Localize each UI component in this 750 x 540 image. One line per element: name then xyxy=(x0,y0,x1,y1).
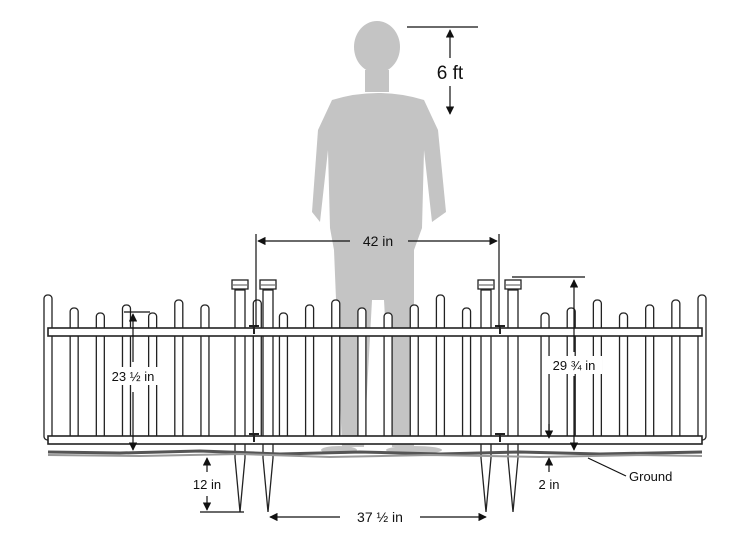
post-cap xyxy=(504,279,522,290)
picket xyxy=(174,299,184,441)
label-ground-clearance: 2 in xyxy=(539,477,560,492)
ground-line-shade xyxy=(47,452,703,459)
post-with-stake xyxy=(234,289,246,513)
label-panel-width-top: 42 in xyxy=(363,233,393,249)
label-person-height: 6 ft xyxy=(437,63,464,84)
picket xyxy=(331,299,341,441)
label-stake-depth: 12 in xyxy=(193,477,221,492)
dimension-post-height xyxy=(512,276,585,451)
dimension-panel-width-top xyxy=(255,234,500,327)
picket xyxy=(409,304,419,441)
picket xyxy=(435,294,446,441)
rail-connectors xyxy=(249,325,505,442)
dimension-stake-depth xyxy=(200,457,244,513)
picket xyxy=(200,304,210,441)
post-with-stake xyxy=(507,289,519,513)
post-cap xyxy=(477,279,495,290)
ground-line xyxy=(47,449,703,456)
fence xyxy=(43,279,707,513)
post-cap xyxy=(259,279,277,290)
dimension-picket-height xyxy=(124,311,150,451)
label-bg-post-height xyxy=(548,356,602,374)
fence-posts xyxy=(231,279,522,513)
picket xyxy=(697,294,707,441)
post-with-stake xyxy=(262,289,274,513)
picket xyxy=(43,294,53,441)
label-ground: Ground xyxy=(629,469,672,484)
label-picket-height: 23 ½ in xyxy=(112,369,155,384)
fence-rails xyxy=(47,327,703,445)
picket xyxy=(645,304,655,441)
rail-connector xyxy=(495,433,505,442)
label-post-height: 29 ¾ in xyxy=(553,358,596,373)
picket xyxy=(671,299,681,441)
label-panel-width-bottom: 37 ½ in xyxy=(357,509,403,525)
dimension-person-height xyxy=(407,26,478,115)
label-bg-picket-height xyxy=(106,367,164,385)
rail-connector xyxy=(495,325,505,334)
post-cap xyxy=(231,279,249,290)
picket xyxy=(252,299,262,441)
ground-callout-leader xyxy=(587,457,627,477)
picket xyxy=(304,304,315,441)
post-with-stake xyxy=(480,289,492,513)
rail-connector xyxy=(249,433,259,442)
rail-connector xyxy=(249,325,259,334)
